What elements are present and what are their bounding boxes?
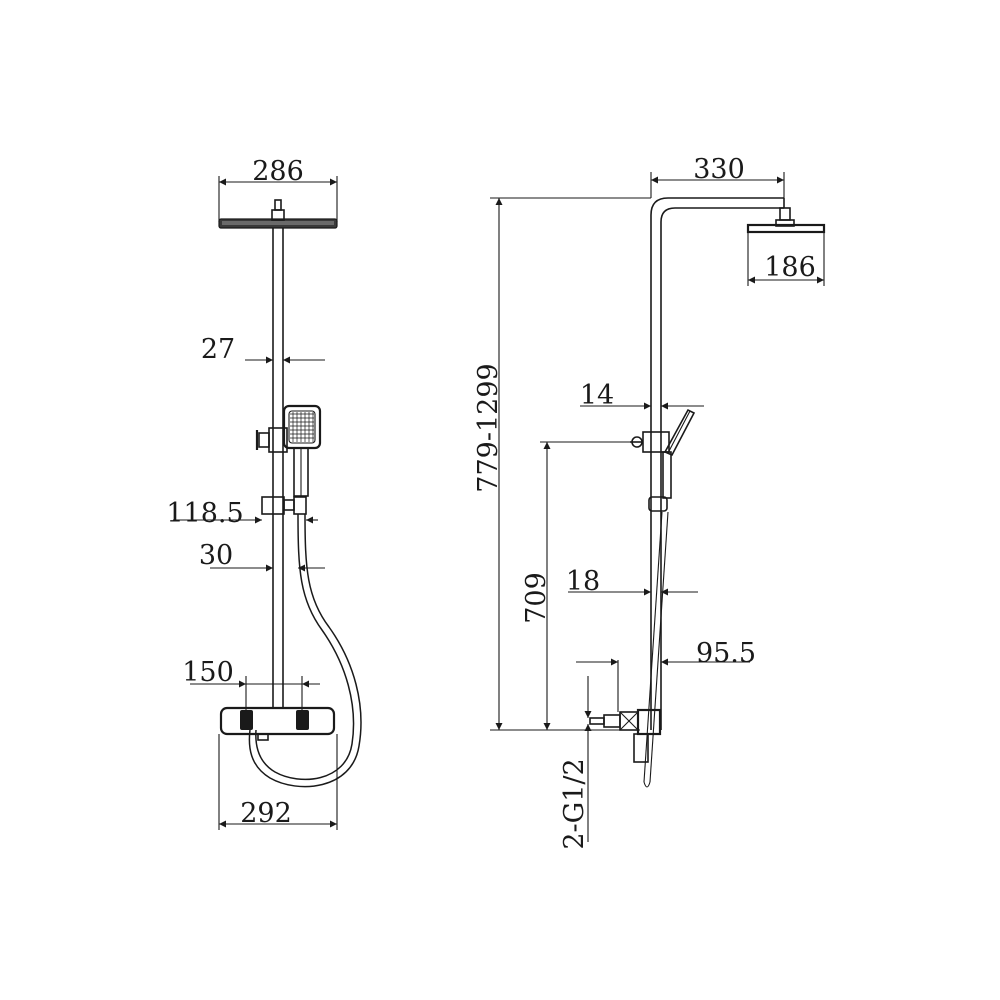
dim-mixer-width: 292 bbox=[218, 734, 338, 830]
dim-holder-offset: 118.5 bbox=[166, 498, 318, 529]
dim-label-292: 292 bbox=[240, 798, 292, 829]
dim-label-14: 14 bbox=[580, 380, 614, 411]
dim-head-diameter: 186 bbox=[747, 232, 825, 286]
front-riser-pipe bbox=[272, 228, 284, 708]
front-slide-holder bbox=[261, 496, 307, 515]
dim-label-186: 186 bbox=[764, 252, 816, 283]
dim-label-709: 709 bbox=[521, 572, 552, 624]
dim-label-2-g1-2: 2-G1/2 bbox=[559, 758, 590, 849]
front-hose bbox=[248, 513, 362, 788]
side-overhead-showerhead bbox=[746, 207, 826, 234]
front-mixer-body bbox=[219, 706, 336, 741]
dim-rail-diameter: 18 bbox=[566, 566, 698, 597]
dim-total-height: 779-1299 bbox=[473, 197, 651, 731]
dim-label-18: 18 bbox=[566, 566, 600, 597]
front-hand-shower-holder bbox=[255, 427, 288, 453]
side-hose bbox=[643, 511, 669, 788]
front-view: 286 27 118.5 30 150 bbox=[166, 156, 362, 830]
side-view: 330 186 779-1299 14 709 bbox=[473, 154, 826, 850]
dim-label-95-5: 95.5 bbox=[696, 638, 756, 669]
front-overhead-showerhead bbox=[218, 199, 338, 229]
side-mixer-body bbox=[589, 708, 662, 763]
dim-label-118-5: 118.5 bbox=[166, 498, 243, 529]
side-hand-shower-holder bbox=[630, 431, 670, 453]
dim-slide-bar-height: 709 bbox=[521, 441, 630, 730]
dim-wall-offset: 95.5 bbox=[576, 638, 756, 712]
dim-label-779-1299: 779-1299 bbox=[473, 363, 504, 492]
dim-arm-reach: 330 bbox=[650, 154, 785, 198]
front-hand-shower bbox=[282, 404, 322, 497]
dim-label-27: 27 bbox=[201, 334, 235, 365]
dim-upper-pipe: 14 bbox=[580, 380, 704, 411]
dim-label-150: 150 bbox=[182, 657, 234, 688]
dim-pipe-diameter: 27 bbox=[201, 334, 325, 365]
dim-lower-pipe: 30 bbox=[199, 540, 325, 572]
dim-label-286: 286 bbox=[252, 156, 304, 187]
dim-connection-thread: 2-G1/2 bbox=[559, 676, 592, 850]
dim-showerhead-width: 286 bbox=[218, 156, 338, 222]
dim-label-30: 30 bbox=[199, 540, 233, 571]
side-hand-shower bbox=[662, 408, 696, 499]
side-slide-holder bbox=[648, 496, 668, 512]
dim-label-330: 330 bbox=[693, 154, 745, 185]
side-riser-pipe bbox=[650, 197, 785, 730]
dim-inlet-spacing: 150 bbox=[182, 657, 320, 710]
